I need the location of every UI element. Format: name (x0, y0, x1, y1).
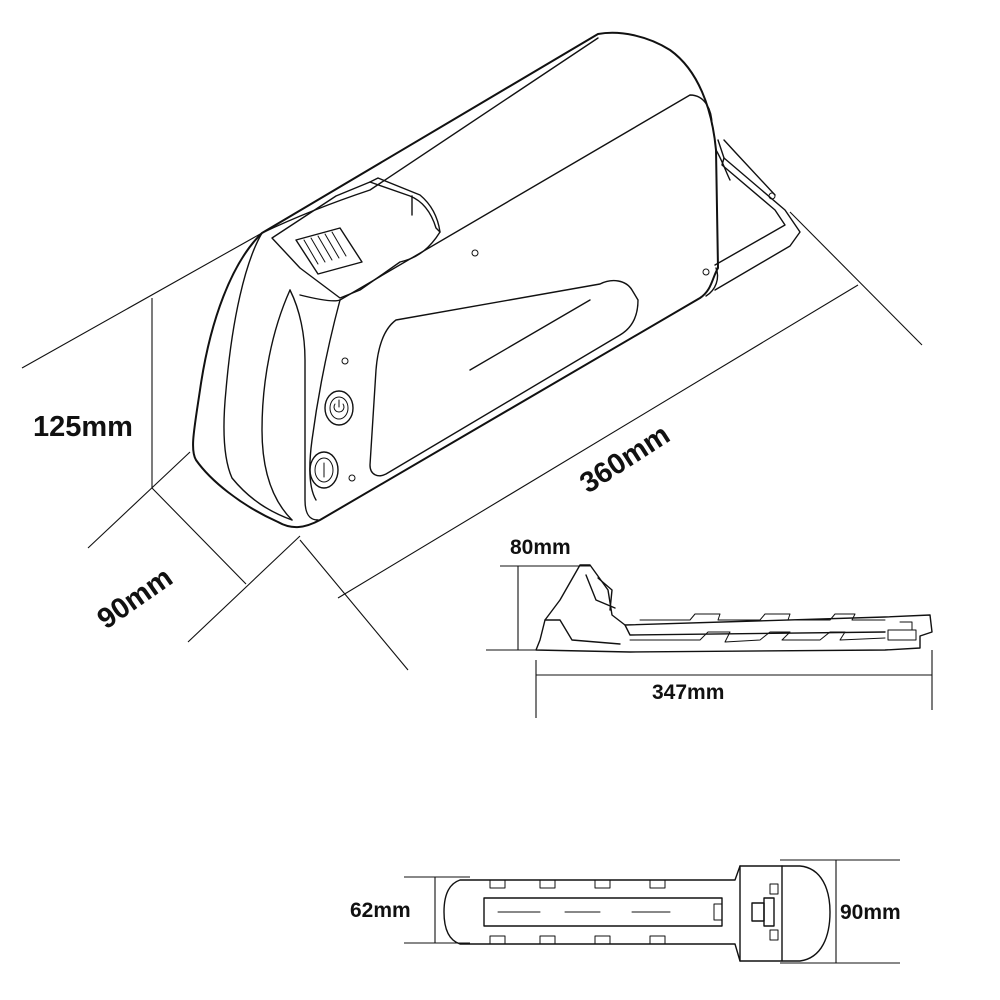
battery-latch (271, 177, 441, 299)
power-button (324, 390, 354, 426)
height-label: 125mm (33, 411, 133, 443)
battery-level-indicator (295, 227, 363, 275)
switch-button (309, 451, 339, 489)
bottom-end-width-label: 90mm (840, 901, 901, 924)
bottom-width-label: 62mm (350, 899, 411, 922)
rear-mount-rail (714, 139, 801, 291)
mount-side-view (486, 564, 933, 718)
bottom-view (404, 859, 900, 964)
mount-height-label: 80mm (510, 536, 571, 559)
main-dimension-lines (21, 211, 923, 671)
length-label: 360mm (574, 419, 675, 500)
mount-length-label: 347mm (652, 681, 724, 704)
width-label: 90mm (92, 561, 179, 635)
battery-body (192, 31, 731, 528)
screw-dots (341, 192, 776, 482)
